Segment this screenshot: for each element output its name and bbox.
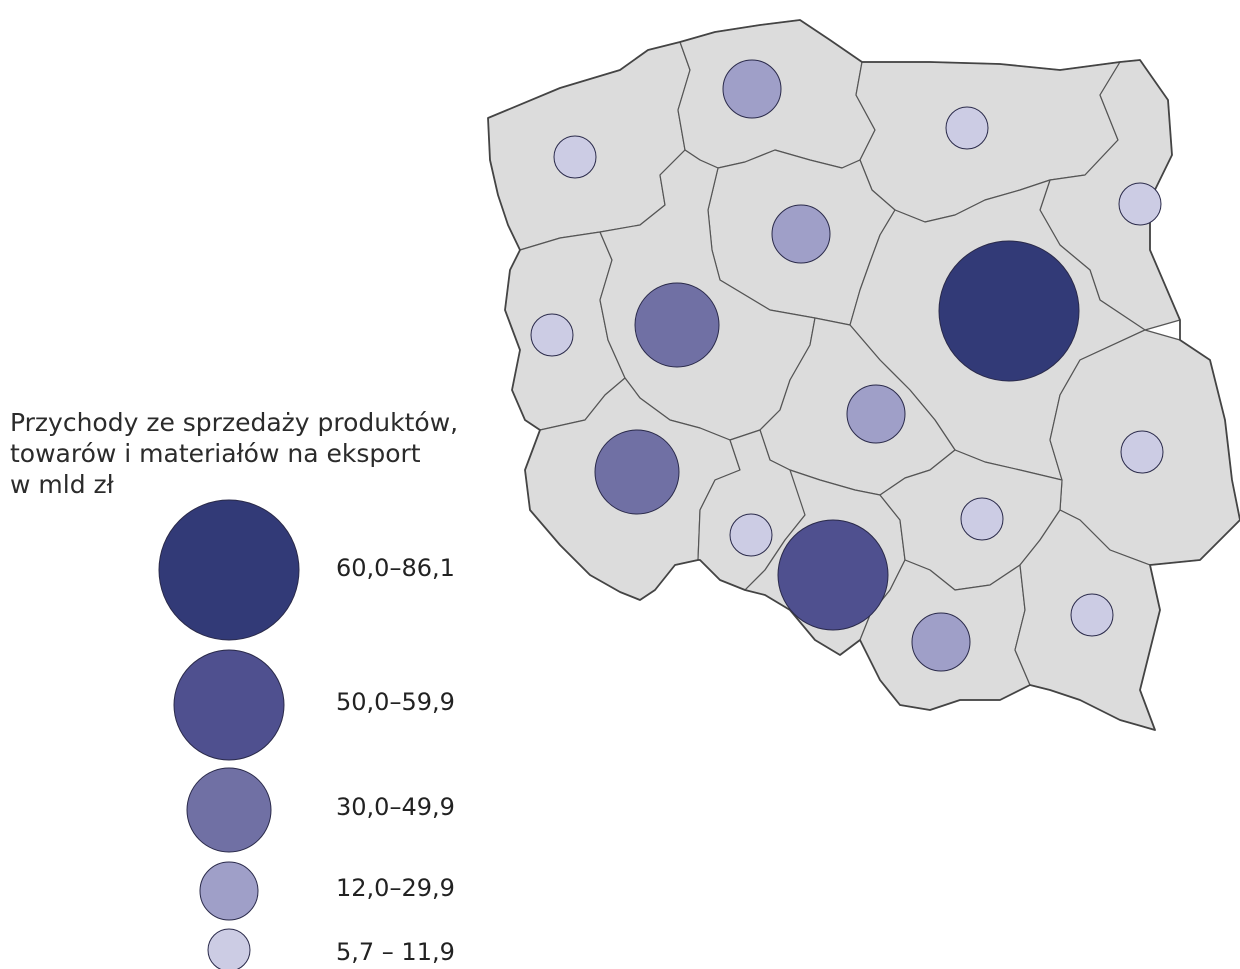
bubble-warmińsko-mazurskie: Warmińsko-mazurskie xyxy=(945,106,989,150)
legend-label-class-2: 50,0–59,9 xyxy=(336,688,455,716)
legend-title-line: towarów i materiałów na eksport xyxy=(10,439,421,468)
legend-circle-class-5 xyxy=(207,928,251,969)
bubble-świętokrzyskie: Świętokrzyskie xyxy=(960,497,1004,541)
bubble-pomorskie: Pomorskie xyxy=(722,59,782,119)
legend-circle-class-2 xyxy=(173,649,285,761)
legend-label-class-4: 12,0–29,9 xyxy=(336,874,455,902)
legend-circle-class-3 xyxy=(186,767,272,853)
bubble-opolskie: Opolskie xyxy=(729,513,773,557)
legend-label-class-3: 30,0–49,9 xyxy=(336,793,455,821)
bubble-kujawsko-pomorskie: Kujawsko-pomorskie xyxy=(771,204,831,264)
legend-circle-class-4 xyxy=(199,861,259,921)
bubble-małopolskie: Małopolskie xyxy=(911,612,971,672)
country-outline xyxy=(487,19,1240,731)
bubble-podkarpackie: Podkarpackie xyxy=(1070,593,1114,637)
legend-label-class-1: 60,0–86,1 xyxy=(336,554,455,582)
legend-title-line: w mld zł xyxy=(10,470,114,499)
bubble-podlaskie: Podlaskie xyxy=(1118,182,1162,226)
bubble-lubelskie: Lubelskie xyxy=(1120,430,1164,474)
legend-symbols xyxy=(158,499,300,969)
legend-label-class-5: 5,7 – 11,9 xyxy=(336,938,455,966)
voivodeship-boundaries xyxy=(487,19,1240,731)
bubble-wielkopolskie: Wielkopolskie xyxy=(634,282,720,368)
bubble-zachodniopomorskie: Zachodniopomorskie xyxy=(553,135,597,179)
bubble-łódzkie: Łódzkie xyxy=(846,384,906,444)
bubble-dolnośląskie: Dolnośląskie xyxy=(594,429,680,515)
legend-title: Przychody ze sprzedaży produktów, towaró… xyxy=(10,407,490,500)
bubble-layer: Zachodniopomorskie PomorskieWarmińsko-maz… xyxy=(530,59,1164,672)
legend-title-line: Przychody ze sprzedaży produktów, xyxy=(10,408,459,437)
legend-circle-class-1 xyxy=(158,499,300,641)
bubble-lubuskie: Lubuskie xyxy=(530,313,574,357)
bubble-mazowieckie: Mazowieckie xyxy=(938,240,1080,382)
bubble-śląskie: Śląskie xyxy=(777,519,889,631)
